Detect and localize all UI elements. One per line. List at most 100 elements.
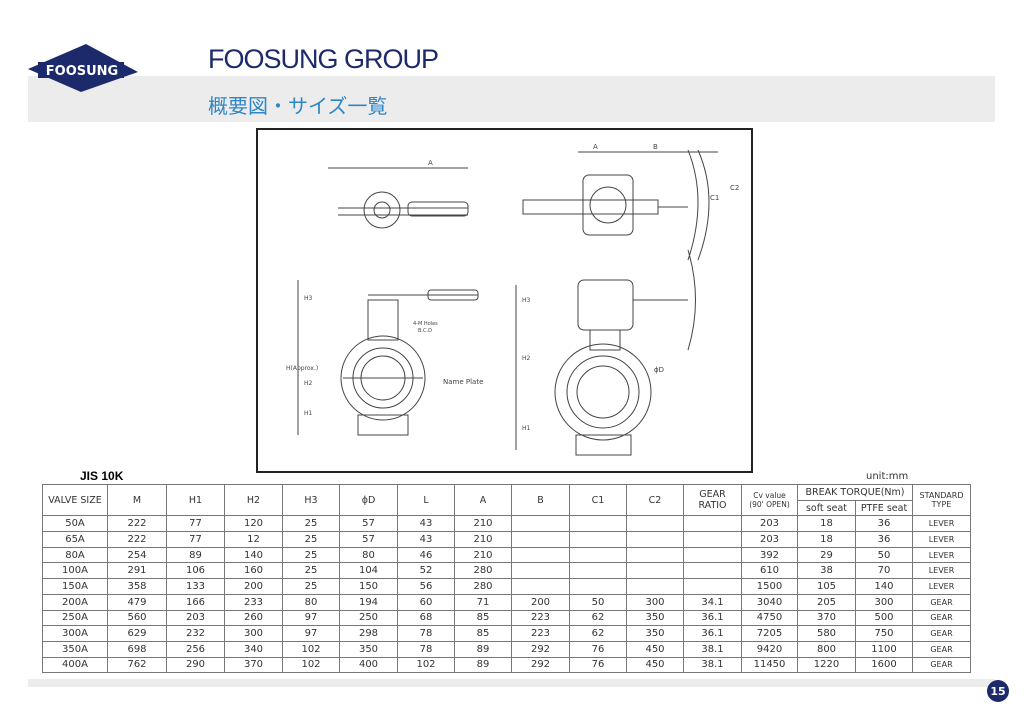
table-cell: 232: [166, 625, 225, 642]
table-cell: 370: [797, 609, 856, 627]
table-cell: 18: [797, 515, 856, 533]
table-cell: 102: [282, 656, 340, 674]
table-cell: 223: [511, 609, 570, 627]
table-cell: 479: [107, 593, 167, 611]
table-cell: GEAR: [912, 656, 971, 674]
header-h2: H2: [224, 483, 283, 517]
table-cell: 38.1: [683, 640, 742, 658]
svg-text:H1: H1: [304, 410, 313, 417]
header-a: A: [454, 483, 512, 517]
table-cell: 25: [282, 515, 340, 533]
table-cell: 500: [855, 609, 913, 627]
table-cell: 166: [166, 593, 225, 611]
header-c2: C2: [626, 483, 684, 517]
header-l: L: [397, 483, 455, 517]
table-cell: 233: [224, 593, 283, 611]
lever-valve-front-view: Name Plate 4-M Holes B.C.D H2 H1 H3 H(Ap…: [286, 280, 483, 436]
table-cell: GEAR: [912, 625, 971, 642]
table-cell: 36.1: [683, 625, 742, 642]
table-cell: 290: [166, 656, 225, 674]
table-cell: 250: [339, 609, 398, 627]
table-cell: 580: [797, 625, 856, 642]
table-cell: [511, 578, 570, 595]
table-cell: 120: [224, 515, 283, 533]
header-b: B: [511, 483, 570, 517]
table-cell: 97: [282, 609, 340, 627]
table-cell: 340: [224, 640, 283, 658]
svg-text:4-M Holes: 4-M Holes: [413, 321, 438, 327]
svg-text:A: A: [428, 159, 433, 167]
table-cell: 762: [107, 656, 167, 674]
table-cell: 56: [397, 578, 455, 595]
header-phi-d: ϕD: [339, 483, 398, 517]
table-cell: 400A: [42, 656, 108, 674]
footer-band: [28, 679, 995, 687]
table-cell: 25: [282, 562, 340, 580]
table-cell: 105: [797, 578, 856, 595]
table-cell: 76: [569, 656, 627, 674]
table-cell: 50A: [42, 515, 108, 533]
header-band: [28, 76, 995, 122]
table-cell: 200: [224, 578, 283, 595]
table-cell: 34.1: [683, 593, 742, 611]
table-cell: 133: [166, 578, 225, 595]
table-cell: 62: [569, 609, 627, 627]
header-cv-value: Cv value(90' OPEN): [741, 483, 798, 517]
table-cell: GEAR: [912, 609, 971, 627]
table-cell: 46: [397, 546, 455, 564]
table-cell: 140: [224, 546, 283, 564]
svg-text:ϕD: ϕD: [654, 366, 664, 374]
table-cell: [683, 578, 742, 595]
table-cell: 29: [797, 546, 856, 564]
unit-label: unit:mm: [866, 471, 909, 482]
gear-top-view: A B C1 C2: [522, 143, 739, 261]
table-cell: GEAR: [912, 640, 971, 658]
table-cell: 260: [224, 609, 283, 627]
table-cell: 300A: [42, 625, 108, 642]
table-cell: 50: [569, 593, 627, 611]
svg-text:H3: H3: [522, 297, 531, 304]
table-cell: 80: [282, 593, 340, 611]
table-cell: 76: [569, 640, 627, 658]
table-cell: 800: [797, 640, 856, 658]
table-cell: 560: [107, 609, 167, 627]
svg-text:B.C.D: B.C.D: [418, 328, 432, 334]
table-cell: [511, 546, 570, 564]
svg-text:H3: H3: [304, 295, 313, 302]
table-cell: 450: [626, 656, 684, 674]
table-cell: 350: [626, 625, 684, 642]
table-cell: 77: [166, 515, 225, 533]
table-cell: 698: [107, 640, 167, 658]
table-cell: 89: [454, 656, 512, 674]
standard-label: JIS 10K: [80, 469, 124, 483]
table-cell: 89: [166, 546, 225, 564]
table-cell: LEVER: [912, 515, 971, 533]
table-cell: [626, 578, 684, 595]
table-cell: 300: [626, 593, 684, 611]
table-cell: 450: [626, 640, 684, 658]
table-cell: [569, 578, 627, 595]
table-cell: 629: [107, 625, 167, 642]
table-cell: 358: [107, 578, 167, 595]
table-cell: 25: [282, 546, 340, 564]
table-cell: 254: [107, 546, 167, 564]
table-cell: 78: [397, 640, 455, 658]
table-cell: [511, 531, 570, 548]
table-cell: 7205: [741, 625, 798, 642]
table-cell: 205: [797, 593, 856, 611]
table-cell: 350: [339, 640, 398, 658]
header-valve-size: VALVE SIZE: [42, 483, 108, 517]
table-cell: 222: [107, 531, 167, 548]
table-cell: 210: [454, 515, 512, 533]
header-m: M: [107, 483, 167, 517]
table-cell: 78: [397, 625, 455, 642]
header-c1: C1: [569, 483, 627, 517]
table-cell: 160: [224, 562, 283, 580]
table-cell: 36.1: [683, 609, 742, 627]
table-cell: 350A: [42, 640, 108, 658]
